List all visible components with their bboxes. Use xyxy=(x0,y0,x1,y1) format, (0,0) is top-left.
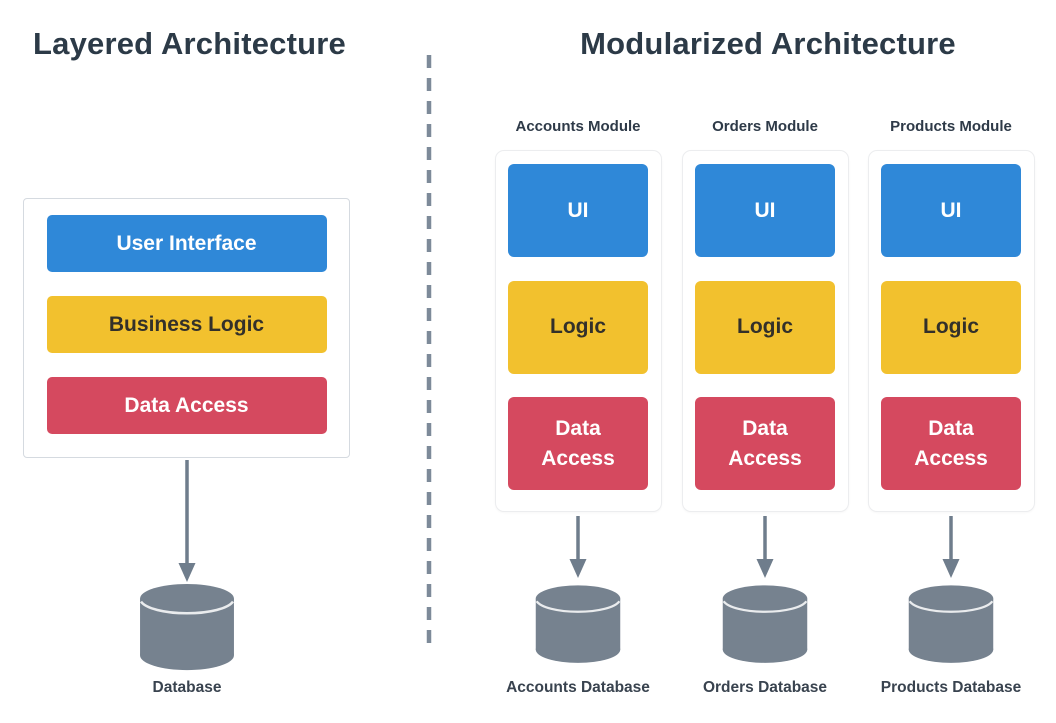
layer-data-access: Data Access xyxy=(508,397,648,490)
data-access-line2: Access xyxy=(728,446,802,470)
module-card-accounts: UI Logic Data Access xyxy=(494,150,662,512)
layer-ui: UI xyxy=(508,164,648,257)
module-card-orders: UI Logic Data Access xyxy=(681,150,849,512)
layer-data-access: Data Access xyxy=(46,377,327,434)
section-divider xyxy=(426,55,432,645)
module-title-accounts: Accounts Module xyxy=(515,118,641,135)
layer-ui: UI xyxy=(881,164,1021,257)
database-icon xyxy=(139,583,235,671)
database-label-accounts: Accounts Database xyxy=(506,679,650,696)
data-access-line2: Access xyxy=(541,446,615,470)
database-icon xyxy=(908,585,994,663)
layer-ui: UI xyxy=(695,164,835,257)
layer-logic: Logic xyxy=(508,280,648,374)
module-title-products: Products Module xyxy=(890,118,1012,135)
layer-data-access: Data Access xyxy=(695,397,835,490)
data-access-line1: Data xyxy=(555,417,601,441)
module-card-products: UI Logic Data Access xyxy=(867,150,1035,512)
arrow-down-icon xyxy=(756,516,774,578)
module-column-accounts: Accounts Module UI Logic Data Access xyxy=(485,118,671,512)
database-label: Database xyxy=(152,679,222,696)
arrow-down-icon xyxy=(178,460,196,582)
data-access-line2: Access xyxy=(914,446,988,470)
layered-architecture-title: Layered Architecture xyxy=(33,26,346,61)
modularized-architecture-title: Modularized Architecture xyxy=(580,26,956,61)
module-title-orders: Orders Module xyxy=(712,118,818,135)
layer-logic: Logic xyxy=(695,280,835,374)
data-access-line1: Data xyxy=(928,417,974,441)
layer-user-interface: User Interface xyxy=(46,215,327,272)
database-icon xyxy=(535,585,621,663)
layer-logic: Logic xyxy=(881,280,1021,374)
module-column-orders: Orders Module UI Logic Data Access xyxy=(672,118,858,512)
data-access-line1: Data xyxy=(742,417,788,441)
arrow-down-icon xyxy=(569,516,587,578)
layer-business-logic: Business Logic xyxy=(46,296,327,353)
module-column-products: Products Module UI Logic Data Access xyxy=(858,118,1044,512)
database-label-products: Products Database xyxy=(880,679,1022,696)
layered-stack-container: User Interface Business Logic Data Acces… xyxy=(23,198,350,458)
database-icon xyxy=(722,585,808,663)
arrow-down-icon xyxy=(942,516,960,578)
layer-data-access: Data Access xyxy=(881,397,1021,490)
database-label-orders: Orders Database xyxy=(702,679,828,696)
